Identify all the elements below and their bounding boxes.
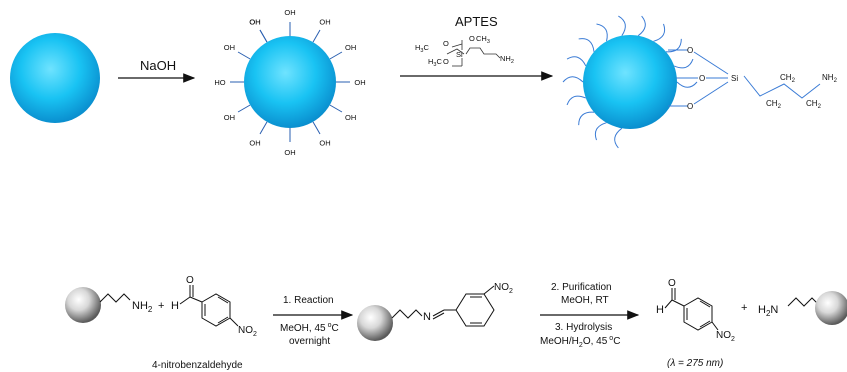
step3-label: 3. Hydrolysis bbox=[555, 322, 612, 333]
step2-conditions: MeOH, RT bbox=[561, 295, 609, 306]
silane-strand bbox=[673, 58, 694, 69]
step1-label: 1. Reaction bbox=[283, 295, 334, 306]
hydroxyl-label: OH bbox=[284, 8, 295, 17]
product-aldehyde-o: O bbox=[668, 278, 676, 289]
svg-text:Si: Si bbox=[456, 50, 463, 59]
silane-strand bbox=[566, 95, 587, 106]
step2-label: 2. Purification bbox=[551, 282, 612, 293]
aptes-structure: O CH3 H3C O Si NH2 O H3C bbox=[415, 34, 514, 68]
svg-text:H3C: H3C bbox=[415, 43, 429, 54]
amine-nanoparticle-left: NH2 bbox=[65, 287, 153, 323]
wavelength-label: (λ = 275 nm) bbox=[667, 358, 723, 369]
svg-text:CH2: CH2 bbox=[806, 99, 822, 110]
silane-strand bbox=[637, 15, 646, 37]
hydroxyl-label: OH bbox=[345, 43, 356, 52]
silane-strand bbox=[578, 111, 595, 126]
bare-nanoparticle bbox=[10, 33, 100, 123]
hydroxyl-label: OH bbox=[249, 17, 260, 26]
hydroxyl-label: OH bbox=[249, 139, 260, 148]
hydroxyl-label: OH bbox=[224, 43, 235, 52]
hydroxyl-bond bbox=[237, 51, 251, 60]
svg-text:O: O bbox=[443, 39, 449, 48]
hydroxyl-bond bbox=[237, 104, 251, 113]
imine-intermediate: N NO2 bbox=[357, 282, 513, 341]
svg-text:NH2: NH2 bbox=[822, 73, 838, 84]
nitro-group-1: NO2 bbox=[238, 325, 257, 338]
plus-sign-1: + bbox=[158, 300, 164, 312]
nitro-group-2: NO2 bbox=[716, 330, 735, 343]
svg-text:O: O bbox=[443, 57, 449, 66]
svg-text:NO2: NO2 bbox=[494, 282, 513, 295]
silane-strand bbox=[596, 23, 608, 42]
silane-strand bbox=[665, 38, 682, 53]
hydroxyl-bond bbox=[329, 104, 343, 113]
svg-text:O: O bbox=[699, 74, 705, 83]
silane-strand bbox=[578, 38, 595, 52]
svg-text:O: O bbox=[469, 34, 475, 43]
hydroxyl-bond bbox=[329, 51, 343, 60]
hydroxyl-bond bbox=[259, 121, 268, 135]
svg-text:CH2: CH2 bbox=[780, 73, 796, 84]
svg-text:NH2: NH2 bbox=[500, 54, 514, 65]
svg-text:H2N: H2N bbox=[758, 304, 778, 318]
silane-strand bbox=[676, 81, 698, 88]
aldehyde-h: H bbox=[171, 300, 179, 312]
svg-text:NH2: NH2 bbox=[132, 300, 153, 314]
hydroxyl-bond bbox=[312, 29, 321, 43]
hydroxyl-bond bbox=[312, 121, 321, 135]
product-aldehyde-h: H bbox=[656, 304, 664, 316]
hydroxyl-label: OH bbox=[319, 139, 330, 148]
svg-text:O: O bbox=[687, 46, 693, 55]
svg-text:H3C: H3C bbox=[428, 57, 442, 68]
svg-text:N: N bbox=[423, 311, 431, 323]
silane-strand bbox=[618, 15, 626, 36]
silane-strand bbox=[594, 122, 607, 141]
aptes-label: APTES bbox=[455, 14, 498, 29]
silane-strand bbox=[653, 23, 666, 42]
hydroxyl-label: OH bbox=[249, 17, 260, 26]
step1-time: overnight bbox=[289, 336, 330, 347]
hydroxyl-label: OH bbox=[284, 148, 295, 157]
aldehyde-o: O bbox=[186, 275, 194, 286]
functionalized-nanoparticle: O O O Si CH2 CH2 CH2 NH2 bbox=[562, 15, 838, 149]
svg-text:CH2: CH2 bbox=[766, 99, 782, 110]
hydroxyl-label: OH bbox=[345, 113, 356, 122]
svg-text:CH3: CH3 bbox=[476, 34, 490, 45]
released-aldehyde bbox=[664, 288, 719, 331]
hydroxyl-label: HO bbox=[214, 78, 225, 87]
svg-text:O: O bbox=[687, 102, 693, 111]
amine-nanoparticle-right: H2N bbox=[758, 291, 847, 325]
naoh-label: NaOH bbox=[140, 58, 176, 73]
hydroxyl-label: OH bbox=[224, 113, 235, 122]
reagent-name: 4-nitrobenzaldehyde bbox=[152, 360, 243, 371]
silane-strand bbox=[614, 127, 623, 149]
plus-sign-2: + bbox=[741, 302, 747, 314]
hydroxyl-bond bbox=[259, 29, 268, 43]
hydroxyl-label: OH bbox=[354, 78, 365, 87]
svg-text:Si: Si bbox=[731, 74, 738, 83]
hydroxyl-label: OH bbox=[319, 17, 330, 26]
silane-strand bbox=[562, 76, 584, 83]
nitrobenzaldehyde-structure bbox=[179, 285, 239, 327]
silane-strand bbox=[566, 56, 587, 67]
